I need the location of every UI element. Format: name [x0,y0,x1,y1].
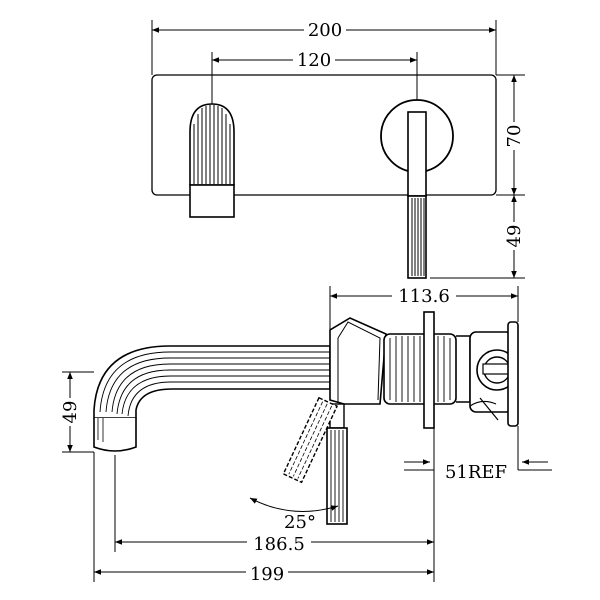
dim-total-reach: 199 [250,564,284,585]
front-view [151,20,525,279]
dim-spout-height: 49 [60,401,81,424]
dim-reference: 51REF [445,462,507,483]
valve-body [329,311,519,429]
dim-spout-reach: 186.5 [253,534,305,555]
mixer-handle-front [380,99,454,279]
spout-side-fluted [93,345,331,452]
side-view [62,286,552,582]
wall-plate [151,74,497,196]
dim-handle-drop: 49 [504,225,525,248]
dim-angle: 25° [284,512,316,533]
front-extension-lines [151,20,525,279]
mixer-handle-angled [282,396,338,484]
dimension-labels: 200 120 70 49 113.6 49 51REF 25° 186.5 1… [58,18,525,585]
dim-depth: 113.6 [398,286,450,307]
dim-plate-height: 70 [504,125,525,148]
dim-lever-to-spout: 120 [297,50,331,71]
dim-overall-width: 200 [308,20,342,41]
spout-front-fluted [189,103,235,218]
